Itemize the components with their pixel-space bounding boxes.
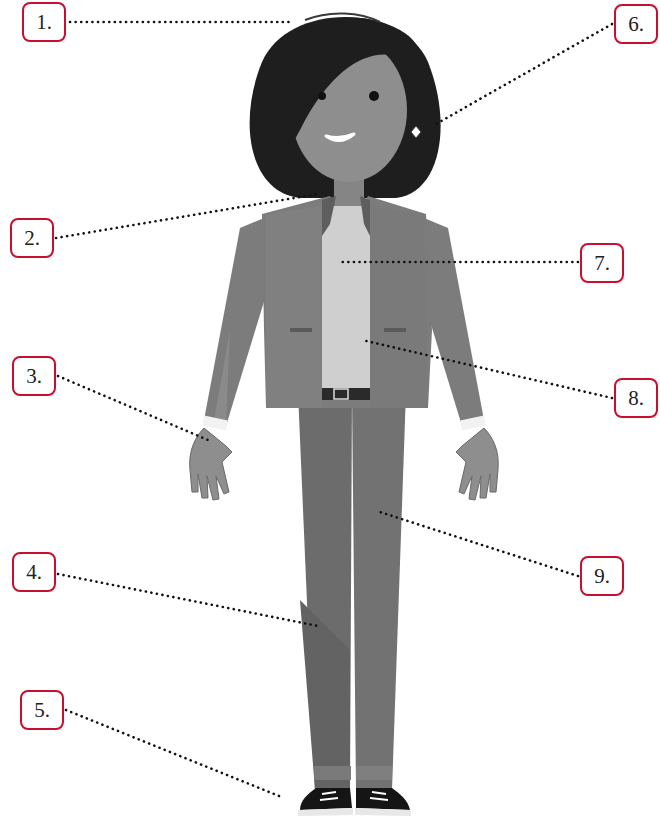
shirt <box>322 206 370 392</box>
belt <box>322 388 370 400</box>
hand <box>190 428 232 500</box>
callout-number: 5. <box>34 700 50 721</box>
blazer <box>262 196 432 408</box>
callout-box: 7. <box>580 243 624 283</box>
smile <box>326 134 354 141</box>
callout-box: 9. <box>580 556 624 596</box>
leader-line <box>436 24 612 124</box>
eye <box>318 92 326 100</box>
callout-number: 3. <box>26 366 42 387</box>
sleeve <box>204 218 270 426</box>
callout-box: 6. <box>614 4 658 44</box>
trouser-shade <box>300 600 350 790</box>
trouser-leg <box>352 392 406 790</box>
callout-box: 4. <box>12 552 56 592</box>
leader-lines <box>56 22 612 798</box>
blazer-front <box>370 206 428 408</box>
leader-line <box>380 512 578 576</box>
leader-line <box>342 261 578 264</box>
collar <box>360 196 370 236</box>
rolled-hem <box>356 766 392 780</box>
earring <box>411 126 421 138</box>
callout-number: 4. <box>26 562 42 583</box>
callout-number: 6. <box>628 14 644 35</box>
sole <box>355 808 411 816</box>
leader-line <box>362 340 612 398</box>
callout-box: 5. <box>20 690 64 730</box>
collar <box>322 196 336 236</box>
callout-number: 2. <box>24 228 40 249</box>
callout-number: 1. <box>36 12 52 33</box>
laces <box>370 792 388 800</box>
leader-line <box>66 710 284 798</box>
callout-box: 1. <box>22 2 66 42</box>
trouser-leg <box>298 392 352 790</box>
laces <box>320 792 338 800</box>
hair-shine <box>305 13 380 22</box>
callout-number: 9. <box>594 566 610 587</box>
callout-box: 3. <box>12 356 56 396</box>
fringe <box>266 18 421 170</box>
sleeve-shade <box>214 330 230 424</box>
cuff <box>202 416 228 431</box>
sole <box>298 808 353 816</box>
leader-line <box>70 21 290 24</box>
leader-line <box>58 574 318 626</box>
callout-box: 8. <box>614 378 658 418</box>
eye <box>369 91 379 101</box>
rolled-hem <box>314 766 351 780</box>
callout-number: 8. <box>628 388 644 409</box>
pocket <box>384 328 406 332</box>
callout-box: 2. <box>10 218 54 258</box>
pocket <box>290 328 312 332</box>
buckle <box>334 389 348 399</box>
leader-line <box>56 194 318 238</box>
leader-line <box>58 376 208 440</box>
cuff <box>460 416 486 431</box>
hand <box>456 428 498 500</box>
hair <box>250 17 441 198</box>
callout-number: 7. <box>594 253 610 274</box>
shoe <box>300 788 352 810</box>
shoe <box>356 788 410 810</box>
blazer-front <box>266 206 322 408</box>
